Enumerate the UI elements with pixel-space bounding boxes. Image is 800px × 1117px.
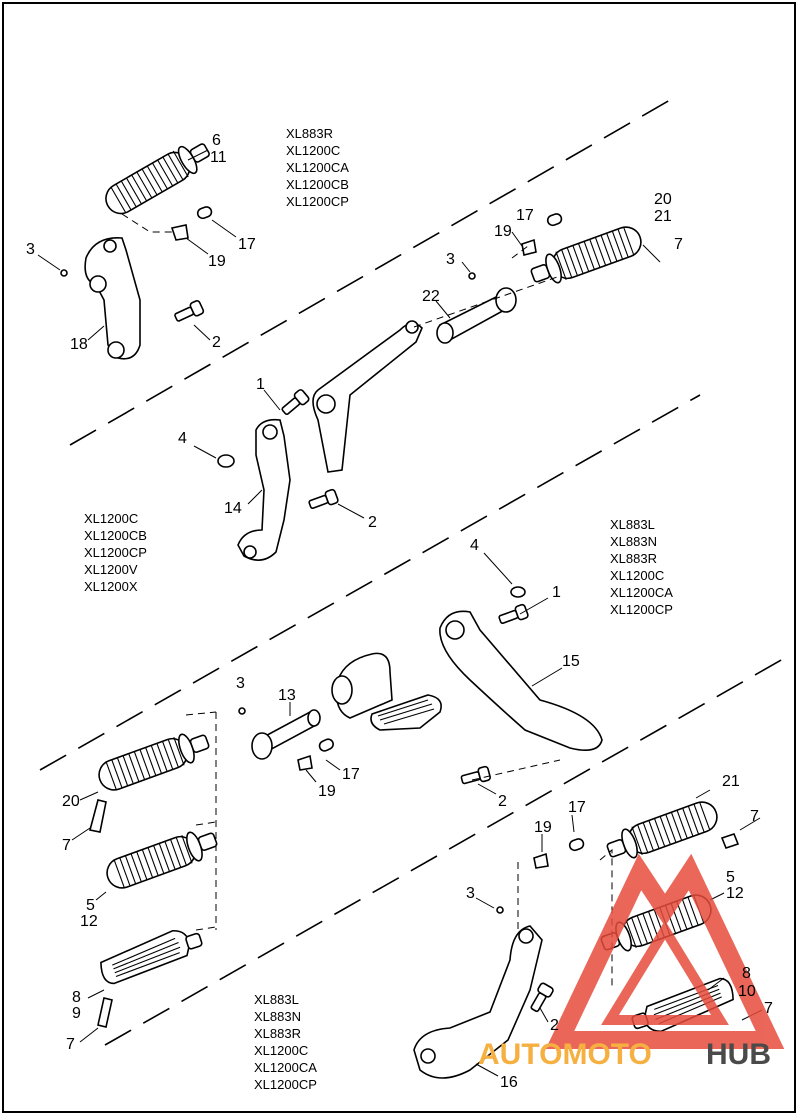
callout: 7 — [66, 1036, 75, 1053]
callout: 14 — [224, 500, 242, 517]
watermark-logo — [545, 853, 785, 1049]
svg-text:XL883N: XL883N — [610, 534, 657, 549]
svg-text:XL1200C: XL1200C — [254, 1043, 308, 1058]
callout: 17 — [342, 766, 360, 783]
model-list-top: XL883R XL1200C XL1200CA XL1200CB XL1200C… — [286, 126, 349, 209]
svg-text:XL883N: XL883N — [254, 1009, 301, 1024]
svg-text:XL1200CB: XL1200CB — [84, 528, 147, 543]
callout: 13 — [278, 687, 296, 704]
svg-text:XL883R: XL883R — [286, 126, 333, 141]
callout: 6 — [212, 132, 221, 149]
callout: 8 — [742, 965, 751, 982]
svg-text:XL1200C: XL1200C — [610, 568, 664, 583]
model-list-middle-right: XL883L XL883N XL883R XL1200C XL1200CA XL… — [610, 517, 673, 617]
callout: 12 — [726, 885, 744, 902]
svg-text:AUTOMOTO: AUTOMOTO — [478, 1038, 652, 1071]
svg-text:XL1200CP: XL1200CP — [286, 194, 349, 209]
callout: 4 — [470, 537, 479, 554]
footpeg-assembly-bottom-right — [413, 797, 740, 1079]
callout: 1 — [256, 376, 265, 393]
model-list-middle-left: XL1200C XL1200CB XL1200CP XL1200V XL1200… — [84, 511, 147, 594]
watermark-text: AUTOMOTO HUB — [478, 1038, 771, 1071]
callout: 16 — [500, 1074, 518, 1091]
callout: 9 — [72, 1005, 81, 1022]
footpeg-assembly-top-right — [312, 211, 646, 473]
callout: 20 — [62, 793, 80, 810]
callout: 2 — [368, 514, 377, 531]
callout: 3 — [26, 241, 35, 258]
callout: 3 — [236, 675, 245, 692]
callout: 10 — [738, 983, 756, 1000]
svg-text:XL1200CA: XL1200CA — [286, 160, 349, 175]
svg-text:XL883R: XL883R — [254, 1026, 301, 1041]
callout: 2 — [550, 1017, 559, 1034]
svg-text:XL1200CP: XL1200CP — [610, 602, 673, 617]
callout: 2 — [212, 334, 221, 351]
svg-text:XL1200C: XL1200C — [84, 511, 138, 526]
callout: 5 — [726, 869, 735, 886]
callout: 20 — [654, 191, 672, 208]
svg-text:XL1200V: XL1200V — [84, 562, 138, 577]
callout: 5 — [86, 897, 95, 914]
callout: 19 — [318, 783, 336, 800]
callout: 12 — [80, 913, 98, 930]
callout: 15 — [562, 653, 580, 670]
model-list-bottom: XL883L XL883N XL883R XL1200C XL1200CA XL… — [254, 992, 317, 1092]
callout: 17 — [238, 236, 256, 253]
svg-text:XL883R: XL883R — [610, 551, 657, 566]
svg-text:XL1200CB: XL1200CB — [286, 177, 349, 192]
svg-text:XL1200CP: XL1200CP — [84, 545, 147, 560]
svg-text:XL1200X: XL1200X — [84, 579, 138, 594]
callout: 19 — [534, 819, 552, 836]
svg-text:XL883L: XL883L — [254, 992, 299, 1007]
svg-text:XL1200CP: XL1200CP — [254, 1077, 317, 1092]
callout: 21 — [654, 208, 672, 225]
svg-text:XL1200CA: XL1200CA — [610, 585, 673, 600]
callout: 7 — [764, 1000, 773, 1017]
callout: 17 — [568, 799, 586, 816]
callout: 18 — [70, 336, 88, 353]
callout: 3 — [466, 885, 475, 902]
callout: 7 — [674, 236, 683, 253]
leader-lines — [37, 149, 763, 1077]
brake-pedal-assembly — [331, 586, 603, 788]
callout: 7 — [750, 808, 759, 825]
callout: 4 — [178, 430, 187, 447]
callout: 7 — [62, 837, 71, 854]
bracket-assembly-mid — [217, 387, 340, 561]
callout: 11 — [210, 149, 227, 166]
svg-text:HUB: HUB — [706, 1038, 771, 1071]
callout: 19 — [208, 253, 226, 270]
footpeg-column-left — [89, 711, 222, 1028]
callout: 19 — [494, 223, 512, 240]
footpeg-assembly-top-left — [60, 135, 216, 360]
callout: 17 — [516, 207, 534, 224]
callout: 21 — [722, 773, 740, 790]
svg-text:XL883L: XL883L — [610, 517, 655, 532]
svg-text:XL1200C: XL1200C — [286, 143, 340, 158]
callout-numbers: 6 11 3 17 19 18 2 20 21 17 19 3 7 22 1 4… — [26, 132, 773, 1091]
callout: 3 — [446, 251, 455, 268]
callout: 8 — [72, 989, 81, 1006]
callout: 1 — [552, 584, 561, 601]
shaft-assembly — [238, 707, 336, 771]
callout: 22 — [422, 288, 440, 305]
callout: 2 — [498, 793, 507, 810]
svg-text:XL1200CA: XL1200CA — [254, 1060, 317, 1075]
